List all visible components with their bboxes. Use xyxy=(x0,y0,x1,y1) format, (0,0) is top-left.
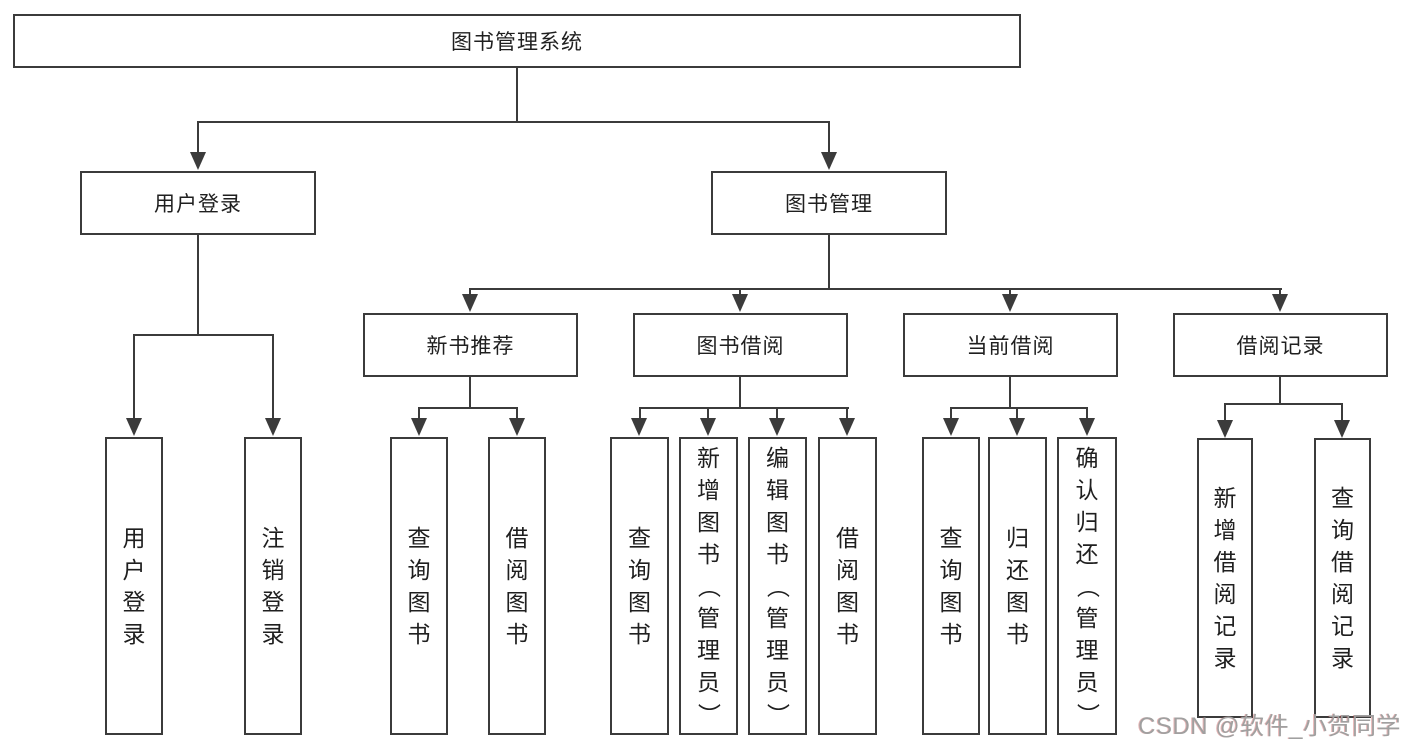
connector xyxy=(1224,403,1343,405)
arrow-down-icon xyxy=(700,418,716,436)
node-root: 图书管理系统 xyxy=(13,14,1021,68)
connector xyxy=(828,235,830,290)
node-new-book-recommendation: 新书推荐 xyxy=(363,313,578,377)
node-book-borrowing: 图书借阅 xyxy=(633,313,848,377)
node-confirm-return-admin: 确认归还（管理员） xyxy=(1057,437,1117,735)
arrow-down-icon xyxy=(1009,418,1025,436)
connector xyxy=(1341,403,1343,421)
arrow-down-icon xyxy=(126,418,142,436)
arrow-down-icon xyxy=(631,418,647,436)
arrow-down-icon xyxy=(190,152,206,170)
arrow-down-icon xyxy=(769,418,785,436)
connector xyxy=(639,407,641,420)
node-borrowing-records: 借阅记录 xyxy=(1173,313,1388,377)
node-query-books-borrowing: 查询图书 xyxy=(610,437,669,735)
arrow-down-icon xyxy=(1272,294,1288,312)
arrow-down-icon xyxy=(265,418,281,436)
arrow-down-icon xyxy=(732,294,748,312)
node-add-borrow-record: 新增借阅记录 xyxy=(1197,438,1253,718)
arrow-down-icon xyxy=(509,418,525,436)
connector xyxy=(197,121,199,155)
node-current-borrowing: 当前借阅 xyxy=(903,313,1118,377)
connector xyxy=(639,407,849,409)
node-edit-books-admin: 编辑图书（管理员） xyxy=(748,437,807,735)
connector xyxy=(133,334,135,420)
node-user-login: 用户登录 xyxy=(80,171,316,235)
node-borrow-books-recommend: 借阅图书 xyxy=(488,437,546,735)
arrow-down-icon xyxy=(943,418,959,436)
connector xyxy=(197,235,199,336)
arrow-down-icon xyxy=(411,418,427,436)
connector xyxy=(1009,377,1011,409)
node-return-books: 归还图书 xyxy=(988,437,1047,735)
connector xyxy=(739,288,741,297)
node-logout-action: 注销登录 xyxy=(244,437,302,735)
connector xyxy=(1009,288,1011,297)
node-query-books-current: 查询图书 xyxy=(922,437,980,735)
arrow-down-icon xyxy=(1217,420,1233,438)
connector xyxy=(707,407,709,420)
node-query-books-recommend: 查询图书 xyxy=(390,437,448,735)
connector xyxy=(418,407,518,409)
csdn-watermark: CSDN @软件_小贺同学 xyxy=(1138,713,1401,740)
connector xyxy=(197,121,830,123)
arrow-down-icon xyxy=(839,418,855,436)
arrow-down-icon xyxy=(1002,294,1018,312)
node-user-login-action: 用户登录 xyxy=(105,437,163,735)
connector xyxy=(272,334,274,420)
node-borrow-books-action: 借阅图书 xyxy=(818,437,877,735)
connector xyxy=(1086,407,1088,420)
connector xyxy=(739,377,741,409)
connector xyxy=(776,407,778,420)
connector xyxy=(828,121,830,155)
connector xyxy=(1279,377,1281,405)
connector xyxy=(1224,403,1226,421)
connector xyxy=(418,407,420,420)
connector xyxy=(469,377,471,409)
connector xyxy=(516,68,518,123)
connector xyxy=(1016,407,1018,420)
connector xyxy=(469,288,1282,290)
connector xyxy=(846,407,848,420)
arrow-down-icon xyxy=(1334,420,1350,438)
node-add-books-admin: 新增图书（管理员） xyxy=(679,437,738,735)
connector xyxy=(516,407,518,420)
node-query-borrow-record: 查询借阅记录 xyxy=(1314,438,1371,718)
arrow-down-icon xyxy=(821,152,837,170)
node-book-management: 图书管理 xyxy=(711,171,947,235)
connector xyxy=(950,407,952,420)
arrow-down-icon xyxy=(462,294,478,312)
connector xyxy=(133,334,274,336)
connector xyxy=(1279,288,1281,297)
connector xyxy=(950,407,1088,409)
arrow-down-icon xyxy=(1079,418,1095,436)
connector xyxy=(469,288,471,297)
